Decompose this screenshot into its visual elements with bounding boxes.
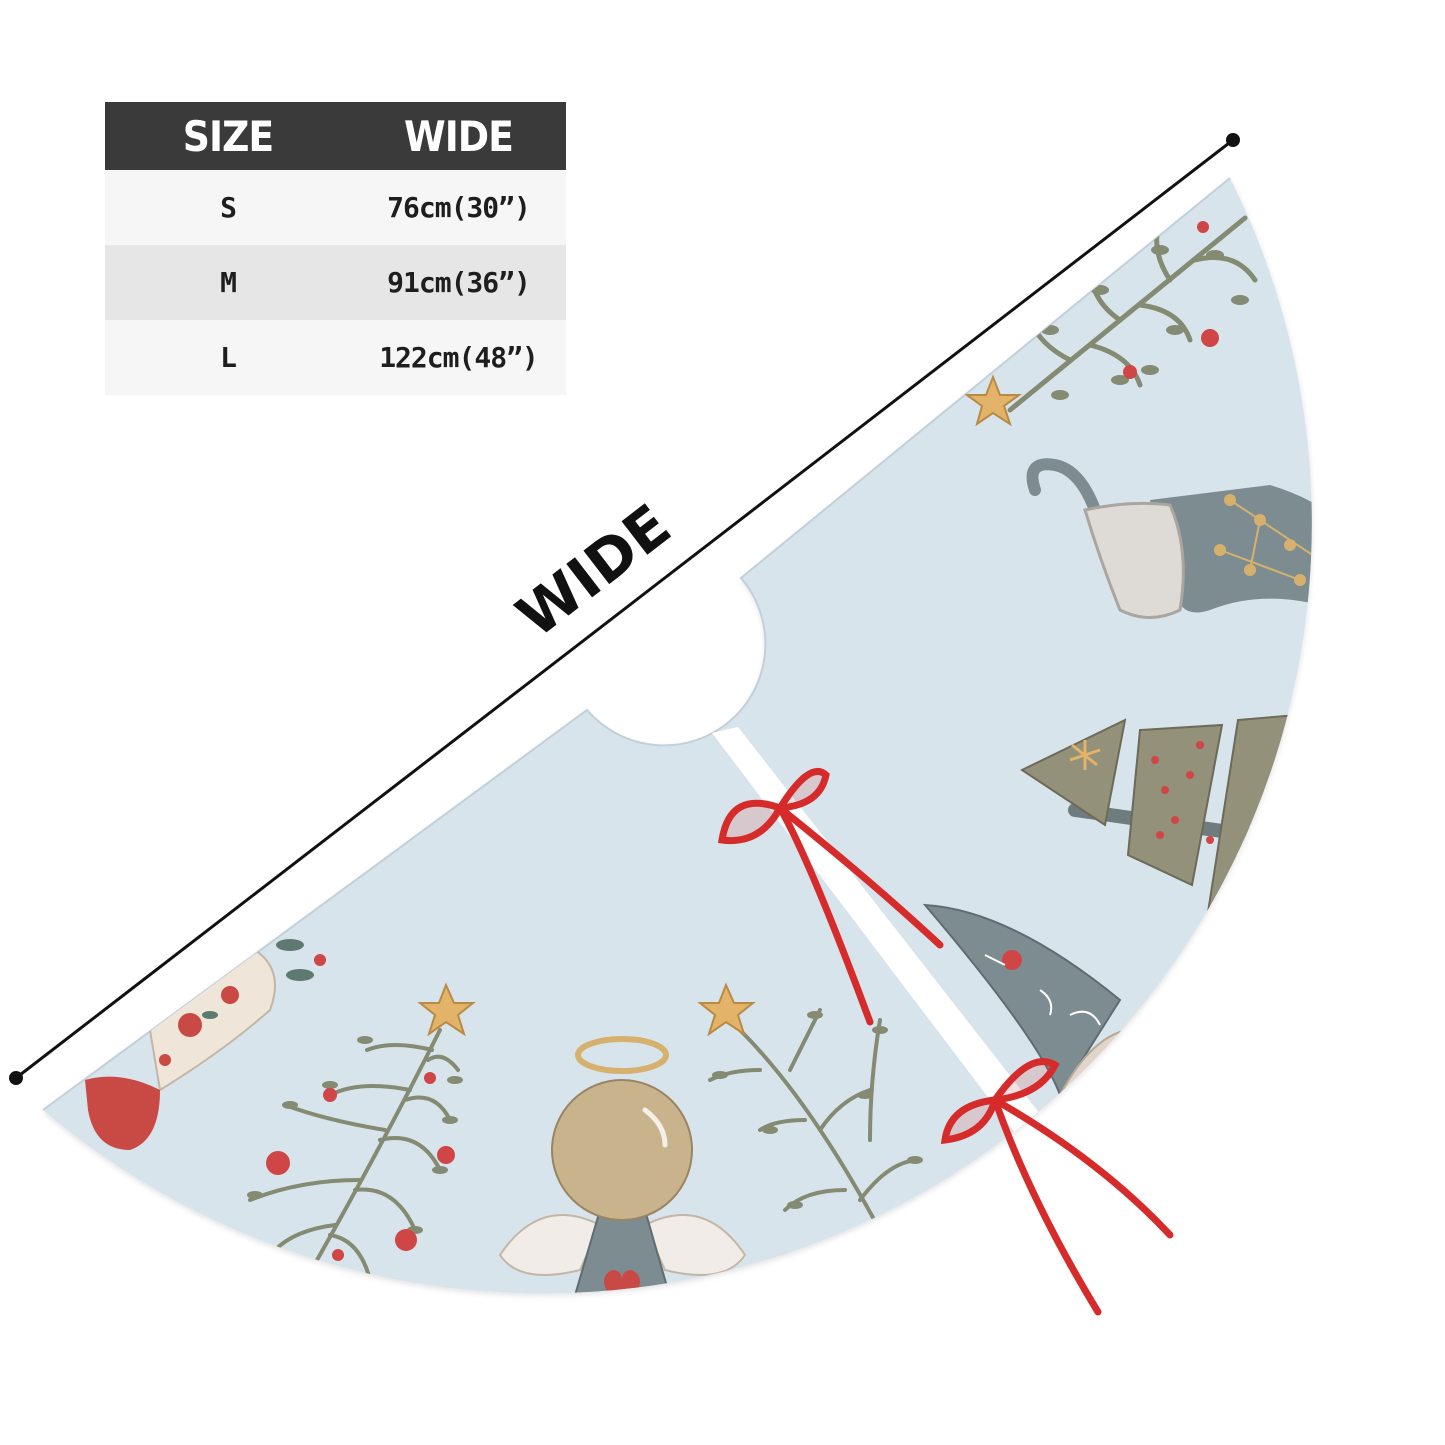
tree-skirt	[43, 178, 1312, 1294]
table-row: S 76cm(30”)	[105, 170, 566, 245]
width-dimension-line	[9, 133, 1240, 1085]
size-chart: SIZE WIDE S 76cm(30”) M 91cm(36”) L 122c…	[105, 102, 566, 395]
wide-cell: 122cm(48”)	[351, 320, 566, 395]
table-row: M 91cm(36”)	[105, 245, 566, 320]
column-header-size: SIZE	[105, 102, 351, 170]
stocking-icon	[1026, 458, 1312, 619]
ribbon-bow-icon	[940, 1058, 1174, 1316]
size-cell: S	[105, 170, 351, 245]
stocking-icon	[85, 939, 326, 1150]
column-header-wide: WIDE	[351, 102, 566, 170]
size-cell: M	[105, 245, 351, 320]
star-icon	[697, 982, 756, 1037]
table-row: L 122cm(48”)	[105, 320, 566, 395]
star-icon	[417, 982, 476, 1037]
wide-cell: 76cm(30”)	[351, 170, 566, 245]
dimension-label: WIDE	[504, 491, 683, 651]
ribbon-bow-icon	[717, 767, 944, 1026]
christmas-tree-icon	[248, 1028, 460, 1292]
star-icon	[963, 374, 1023, 427]
size-cell: L	[105, 320, 351, 395]
wide-cell: 91cm(36”)	[351, 245, 566, 320]
size-chart-header: SIZE WIDE	[105, 102, 566, 170]
